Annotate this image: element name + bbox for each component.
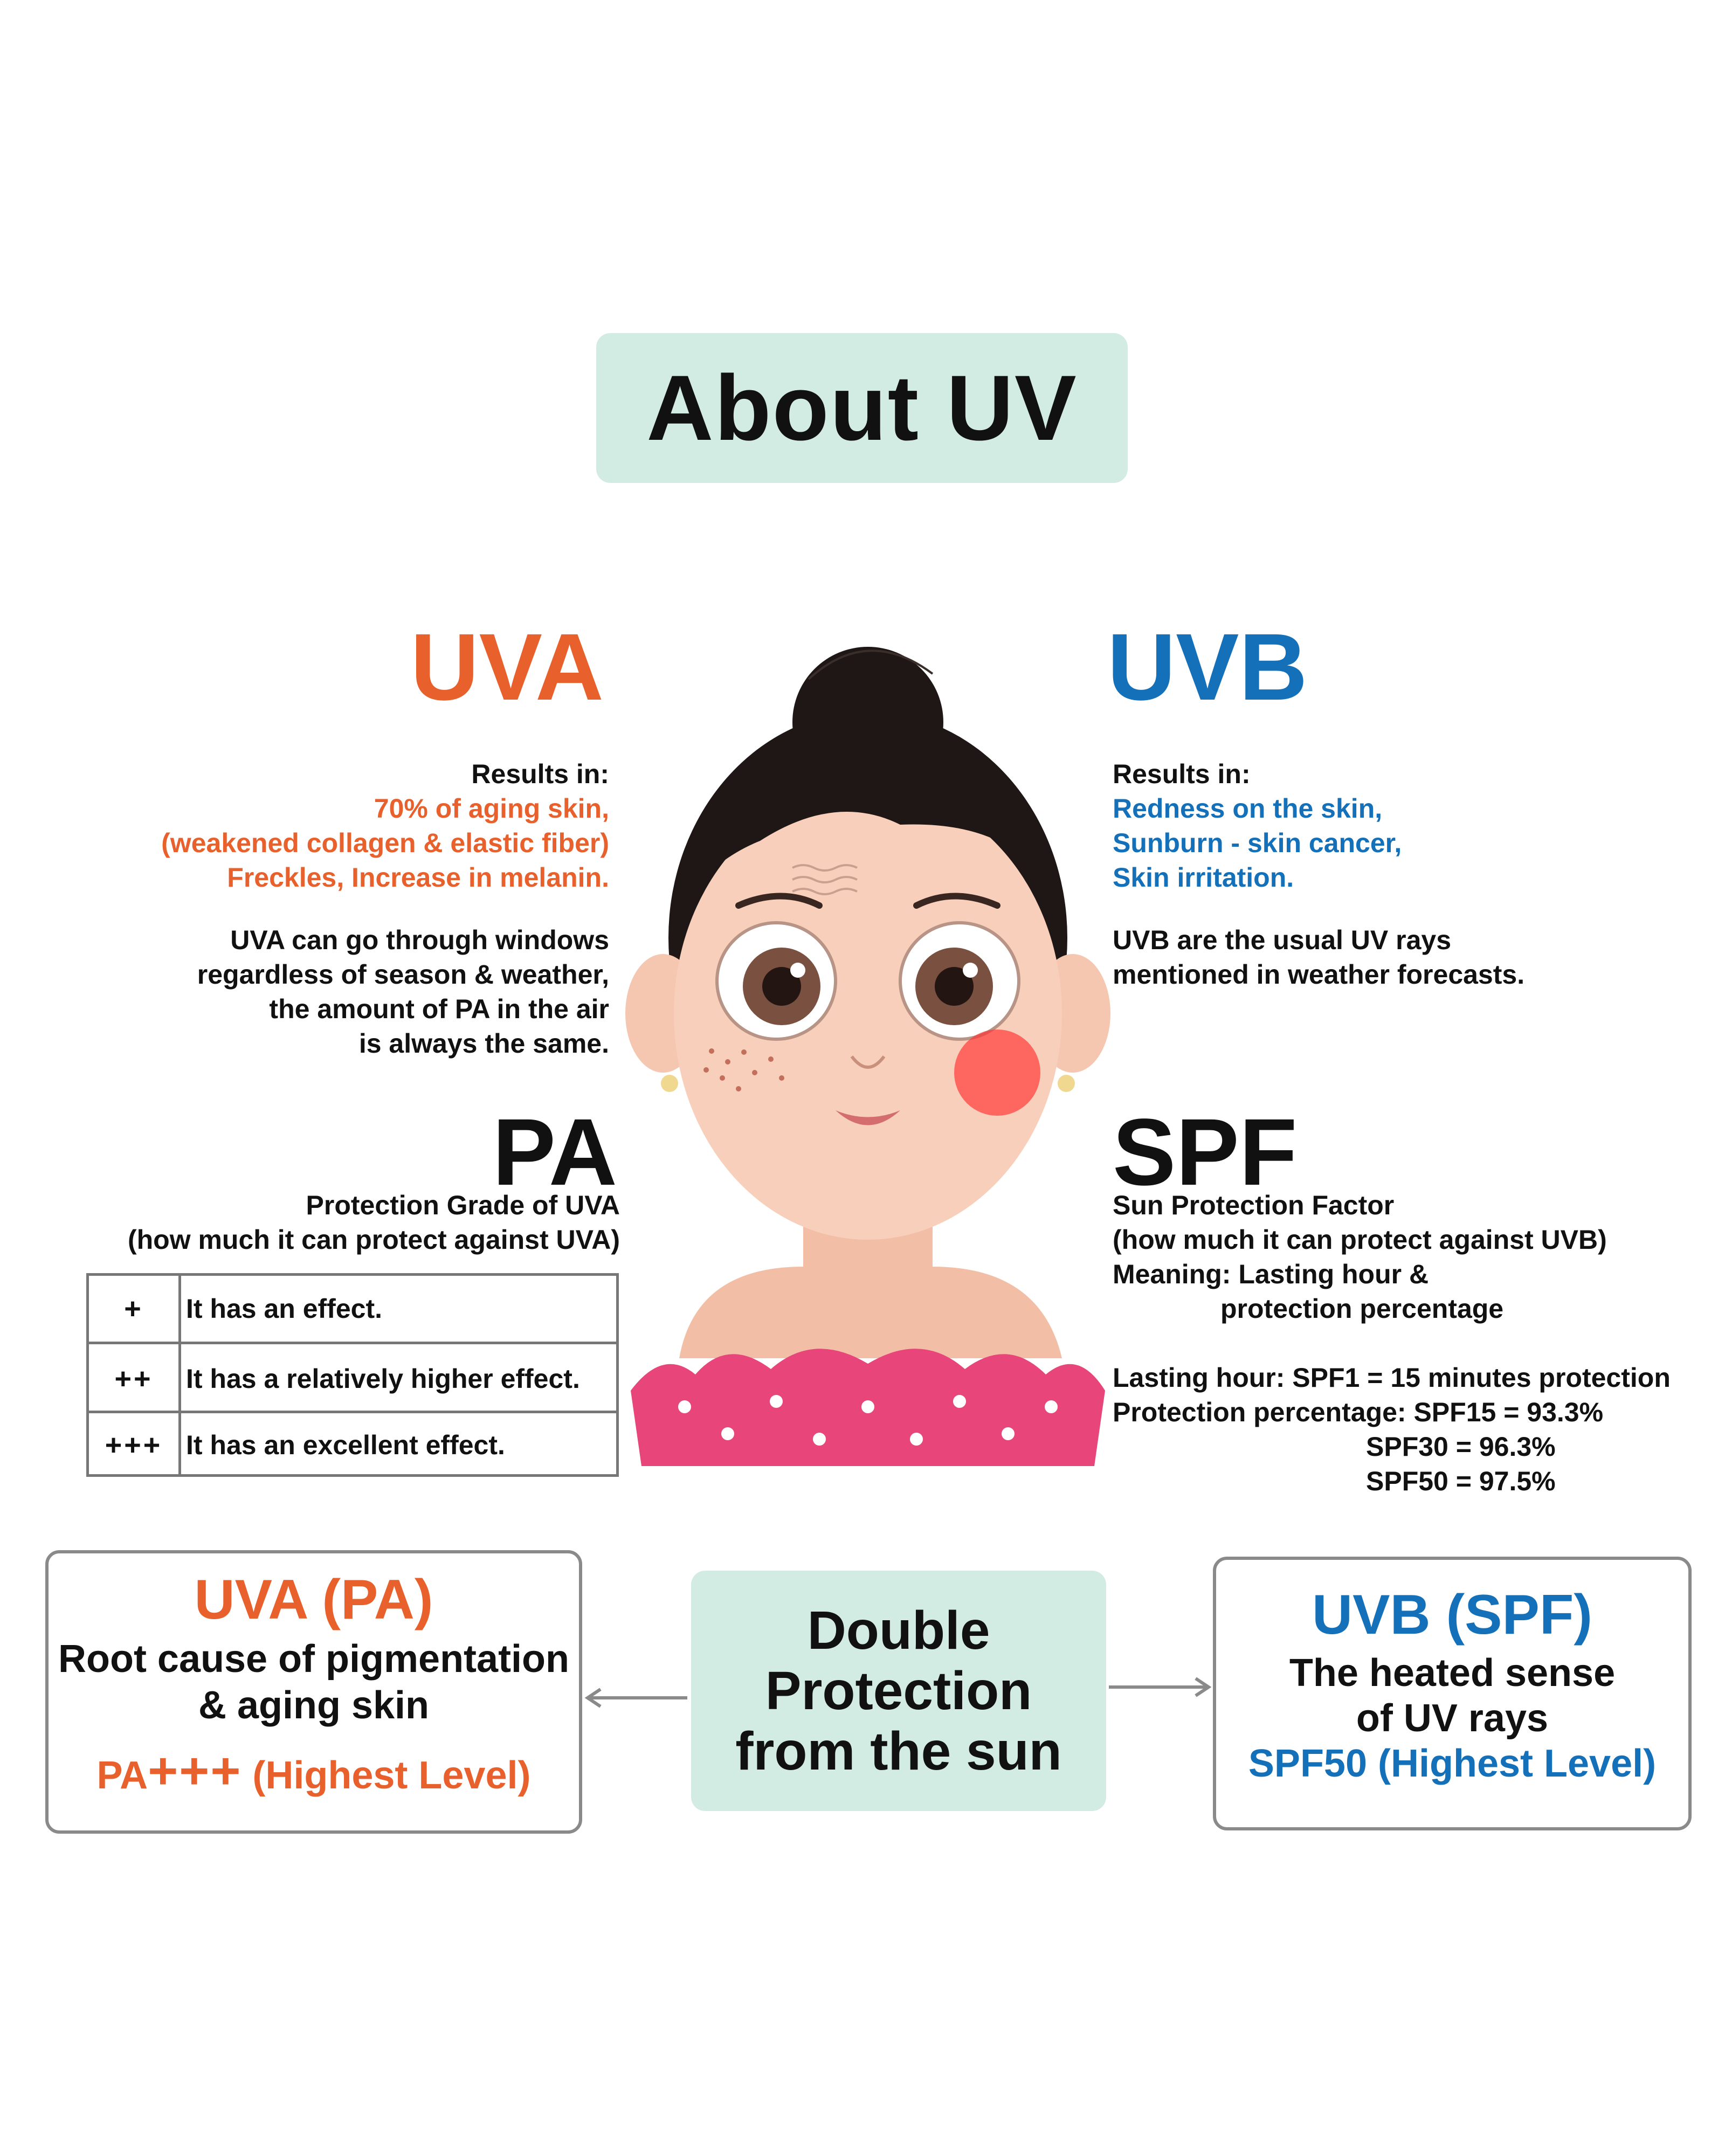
spf-protection-percent: Protection percentage: SPF15 = 93.3%: [1113, 1397, 1604, 1427]
spf-subtitle-detail: (how much it can protect against UVB): [1113, 1225, 1607, 1255]
pa-symbol: +: [124, 1293, 143, 1325]
uvb-summary-box: UVB (SPF) The heated sense of UV rays SP…: [1213, 1557, 1692, 1830]
uvb-box-level: SPF50 (Highest Level): [1248, 1742, 1657, 1785]
uva-result-line: Freckles, Increase in melanin.: [227, 862, 609, 893]
center-line: Double: [807, 1600, 990, 1661]
spf-meaning-detail: protection percentage: [1220, 1294, 1504, 1324]
pa-effect-text: It has an excellent effect.: [186, 1430, 505, 1460]
uvb-results: Results in: Redness on the skin, Sunburn…: [1113, 757, 1652, 895]
uva-heading: UVA: [410, 614, 604, 720]
spf-values: Lasting hour: SPF1 = 15 minutes protecti…: [1113, 1360, 1716, 1498]
uva-desc-line: the amount of PA in the air: [269, 994, 609, 1024]
pa-subtitle-detail: (how much it can protect against UVA): [127, 1225, 620, 1255]
pa-effect-text: It has a relatively higher effect.: [186, 1364, 580, 1394]
uvb-box-line: of UV rays: [1356, 1697, 1549, 1740]
uva-desc-line: is always the same.: [358, 1028, 609, 1059]
uvb-box-line: The heated sense: [1289, 1651, 1616, 1695]
uva-description: UVA can go through windows regardless of…: [86, 923, 609, 1061]
pa-description: Protection Grade of UVA (how much it can…: [54, 1188, 620, 1257]
table-row: + It has an effect.: [89, 1276, 616, 1342]
uva-result-line: (weakened collagen & elastic fiber): [161, 828, 609, 858]
double-protection-box: Double Protection from the sun: [691, 1571, 1106, 1811]
spf-lasting-hour: Lasting hour: SPF1 = 15 minutes protecti…: [1113, 1363, 1671, 1393]
pa-subtitle: Protection Grade of UVA: [306, 1190, 620, 1220]
pa-level-plus: +++: [148, 1742, 242, 1800]
uva-box-title: UVA (PA): [194, 1568, 433, 1631]
uva-result-line: 70% of aging skin,: [374, 793, 609, 824]
uvb-result-line: Skin irritation.: [1113, 862, 1294, 893]
uva-summary-box: UVA (PA) Root cause of pigmentation & ag…: [45, 1550, 582, 1834]
pa-heading: PA: [492, 1100, 617, 1205]
arrow-left-icon: [584, 1688, 687, 1708]
spf-meaning: Meaning: Lasting hour &: [1113, 1259, 1429, 1289]
uvb-results-label: Results in:: [1113, 759, 1251, 789]
uvb-desc-line: mentioned in weather forecasts.: [1113, 959, 1525, 990]
uva-box-line: & aging skin: [198, 1684, 430, 1727]
pa-level-prefix: PA: [96, 1754, 148, 1797]
uvb-box-title: UVB (SPF): [1312, 1584, 1592, 1646]
table-row: ++ It has a relatively higher effect.: [89, 1342, 616, 1413]
uva-desc-line: UVA can go through windows: [230, 925, 609, 955]
page-title: About UV: [646, 356, 1078, 460]
spf-heading: SPF: [1113, 1100, 1298, 1205]
pa-symbol: +++: [105, 1429, 163, 1461]
pa-grade-table: + It has an effect. ++ It has a relative…: [86, 1273, 619, 1477]
table-column-divider: [178, 1276, 181, 1474]
spf-protection-percent: SPF50 = 97.5%: [1366, 1466, 1556, 1496]
uva-box-line: Root cause of pigmentation: [58, 1637, 570, 1681]
girl-face-illustration: [625, 647, 1110, 1466]
uva-box-level: PA+++ (Highest Level): [49, 1745, 579, 1797]
uvb-desc-line: UVB are the usual UV rays: [1113, 925, 1452, 955]
center-line: from the sun: [735, 1721, 1062, 1781]
center-line: Protection: [765, 1661, 1032, 1721]
uvb-heading: UVB: [1107, 614, 1308, 720]
pa-effect-text: It has an effect.: [186, 1294, 382, 1324]
uvb-result-line: Sunburn - skin cancer,: [1113, 828, 1402, 858]
pa-symbol: ++: [114, 1363, 153, 1395]
table-row: +++ It has an excellent effect.: [89, 1411, 616, 1477]
uvb-result-line: Redness on the skin,: [1113, 793, 1383, 824]
uva-results-label: Results in:: [471, 759, 609, 789]
title-banner: About UV: [596, 333, 1128, 483]
spf-description: Sun Protection Factor (how much it can p…: [1113, 1188, 1716, 1326]
uvb-description: UVB are the usual UV rays mentioned in w…: [1113, 923, 1652, 992]
uva-desc-line: regardless of season & weather,: [197, 959, 609, 990]
uva-results: Results in: 70% of aging skin, (weakened…: [86, 757, 609, 895]
spf-protection-percent: SPF30 = 96.3%: [1366, 1432, 1556, 1462]
pa-level-suffix: (Highest Level): [242, 1754, 531, 1797]
arrow-right-icon: [1109, 1677, 1212, 1697]
spf-subtitle: Sun Protection Factor: [1113, 1190, 1395, 1220]
